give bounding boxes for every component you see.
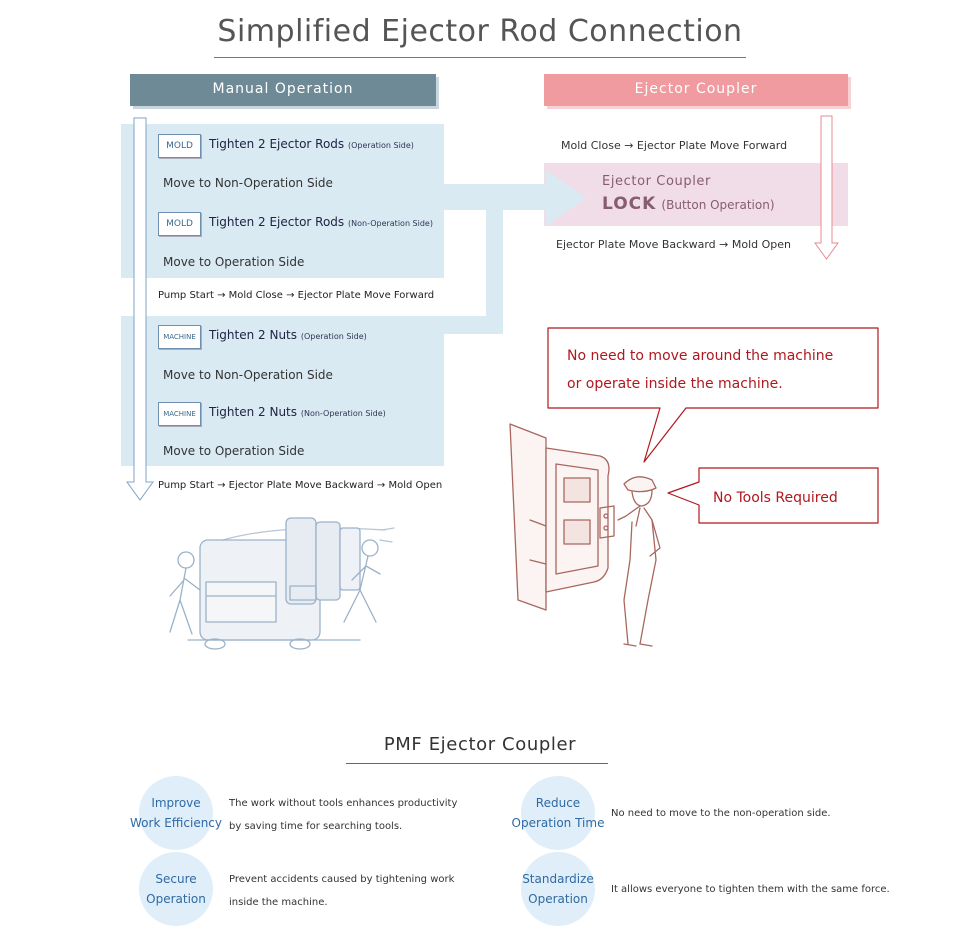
coupler-backward-text: Ejector Plate Move Backward → Mold Open [556, 238, 791, 251]
machine-tag: MACHINE [158, 402, 201, 426]
coupler-forward-text: Mold Close → Ejector Plate Move Forward [561, 139, 788, 152]
benefit-desc-efficiency: The work without tools enhances producti… [229, 792, 457, 838]
benefit-line1: Improve [151, 796, 201, 810]
callout-box-move [547, 327, 879, 463]
step-tighten-nuts-non-operation: Tighten 2 Nuts (Non-Operation Side) [209, 405, 386, 419]
move-step: Move to Non-Operation Side [163, 176, 333, 190]
mold-tag: MOLD [158, 212, 201, 236]
coupler-lock-row: LOCK (Button Operation) [602, 194, 775, 214]
step-side-text: (Non-Operation Side) [300, 409, 386, 418]
benefit-desc-time: No need to move to the non-operation sid… [611, 802, 831, 825]
step-tighten-nuts-operation: Tighten 2 Nuts (Operation Side) [209, 328, 367, 342]
pmf-divider [346, 763, 608, 764]
callout-box-tools [667, 467, 879, 524]
step-title-text: Tighten 2 Ejector Rods [209, 215, 345, 229]
machine-workers-illustration [169, 517, 395, 650]
benefit-desc-line: The work without tools enhances producti… [229, 798, 458, 809]
coupler-button-text: (Button Operation) [661, 198, 775, 212]
callout-no-move: No need to move around the machine or op… [567, 342, 833, 398]
machine-tag: MACHINE [158, 325, 201, 349]
coupler-lock-band [544, 163, 848, 226]
step-title-text: Tighten 2 Ejector Rods [209, 137, 345, 151]
callout-no-tools: No Tools Required [713, 490, 838, 506]
coupler-flow-arrow [814, 115, 839, 260]
ejector-coupler-header: Ejector Coupler [544, 74, 848, 106]
benefit-circle-standardize: Standardize Operation [521, 852, 595, 926]
step-title-text: Tighten 2 Nuts [209, 405, 298, 419]
page-title: Simplified Ejector Rod Connection [217, 14, 743, 49]
benefit-line2: Operation [528, 892, 588, 906]
coupler-name: Ejector Coupler [602, 174, 711, 189]
flow-text-backward: Pump Start → Ejector Plate Move Backward… [158, 480, 443, 491]
callout-line: No need to move around the machine [567, 348, 834, 364]
move-step: Move to Non-Operation Side [163, 368, 333, 382]
operator-illustration [509, 423, 661, 647]
benefit-desc-line: inside the machine. [229, 897, 328, 908]
step-tighten-rods-non-operation: Tighten 2 Ejector Rods (Non-Operation Si… [209, 215, 433, 229]
title-divider [214, 57, 746, 58]
benefit-circle-efficiency: Improve Work Efficiency [130, 776, 222, 850]
mold-tag: MOLD [158, 134, 201, 158]
benefit-line1: Reduce [535, 796, 581, 810]
manual-operation-header: Manual Operation [130, 74, 436, 106]
manual-flow-arrow [126, 117, 154, 501]
benefit-desc-line: Prevent accidents caused by tightening w… [229, 874, 455, 885]
benefit-line2: Operation [146, 892, 206, 906]
step-title-text: Tighten 2 Nuts [209, 328, 298, 342]
benefit-desc-line: It allows everyone to tighten them with … [611, 884, 890, 895]
move-step: Move to Operation Side [163, 255, 305, 269]
step-side-text: (Operation Side) [300, 332, 367, 341]
step-side-text: (Operation Side) [348, 141, 414, 150]
benefit-desc-line: No need to move to the non-operation sid… [611, 808, 831, 819]
benefit-circle-time: Reduce Operation Time [512, 776, 604, 850]
move-step: Move to Operation Side [163, 444, 305, 458]
pmf-title: PMF Ejector Coupler [383, 734, 577, 755]
benefit-line2: Operation Time [511, 816, 605, 830]
benefit-desc-line: by saving time for searching tools. [229, 821, 403, 832]
benefit-desc-secure: Prevent accidents caused by tightening w… [229, 868, 454, 914]
callout-line: or operate inside the machine. [567, 376, 783, 392]
connector-arrow [444, 170, 586, 334]
benefit-line1: Secure [155, 872, 197, 886]
benefit-desc-standardize: It allows everyone to tighten them with … [611, 878, 890, 901]
step-side-text: (Non-Operation Side) [348, 219, 433, 228]
step-tighten-rods-operation: Tighten 2 Ejector Rods (Operation Side) [209, 137, 414, 151]
benefit-circle-secure: Secure Operation [139, 852, 213, 926]
flow-text-forward: Pump Start → Mold Close → Ejector Plate … [158, 290, 435, 301]
benefit-line2: Work Efficiency [130, 816, 223, 830]
coupler-lock-text: LOCK [602, 194, 657, 214]
benefit-line1: Standardize [522, 872, 594, 886]
